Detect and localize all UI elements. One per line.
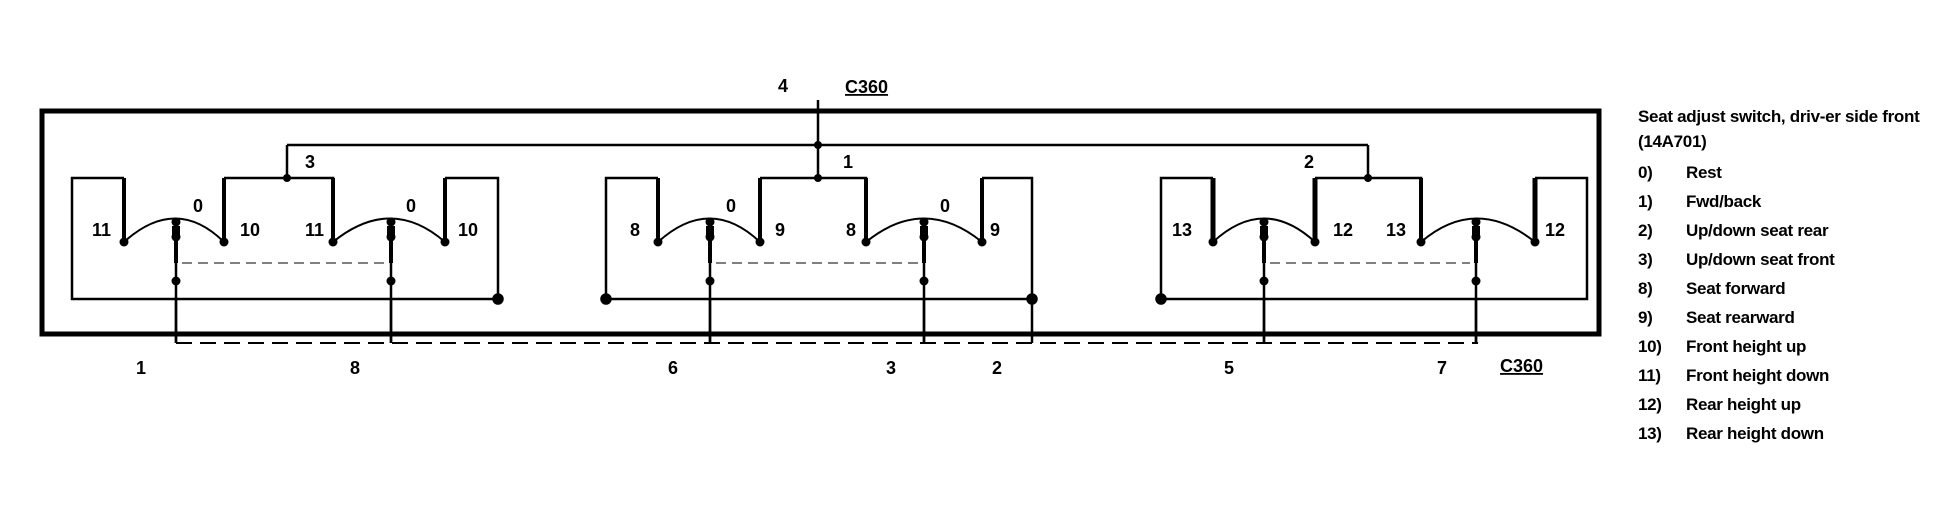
legend-item-code: 0): [1638, 163, 1653, 182]
switch-position-left: 8: [846, 220, 856, 240]
top-bus: [285, 100, 1370, 178]
bus-label-center: 1: [843, 152, 853, 172]
bottom-pin-labels: 1 8 6 3 2 5 7: [136, 358, 1447, 378]
legend-item-label: Rest: [1686, 163, 1722, 182]
legend-item-label: Seat forward: [1686, 279, 1786, 298]
switch-position-left: 11: [305, 220, 324, 240]
legend-item-code: 12): [1638, 395, 1662, 414]
switch-position-left: 11: [92, 220, 111, 240]
legend-item: 0) Rest: [1638, 158, 1928, 187]
switch-mechanisms: [119, 178, 1540, 343]
switch-position-right: 9: [990, 220, 1000, 240]
legend-item: 1) Fwd/back: [1638, 187, 1928, 216]
switch-4: [861, 178, 987, 343]
connector-drops: [174, 293, 1478, 343]
legend-item-label: Front height down: [1686, 366, 1830, 385]
legend-item: 2) Up/down seat rear: [1638, 216, 1928, 245]
bottom-pin-label: 8: [350, 358, 360, 378]
switch-position-right: 9: [775, 220, 785, 240]
switch-2: [328, 178, 450, 343]
junction-dot: [600, 293, 612, 305]
bottom-pin-label: 7: [1437, 358, 1447, 378]
bottom-pin-label: 6: [668, 358, 678, 378]
junction-dot: [1026, 293, 1038, 305]
top-bus-junctions: [283, 141, 1372, 182]
legend-item-label: Rear height down: [1686, 424, 1824, 443]
legend-items: 0) Rest 1) Fwd/back 2) Up/down seat rear 3) Up/…: [1638, 158, 1928, 448]
bus-label-right: 2: [1304, 152, 1314, 172]
legend-item-code: 2): [1638, 221, 1653, 240]
legend-item-code: 3): [1638, 250, 1653, 269]
bus-label-left: 3: [305, 152, 315, 172]
legend-item: 9) Seat rearward: [1638, 303, 1928, 332]
switch-housing: [39, 108, 1602, 337]
legend-item: 10) Front height up: [1638, 332, 1928, 361]
switch-position-left: 13: [1172, 220, 1192, 240]
junction-dot: [492, 293, 504, 305]
switch-position-left: 8: [630, 220, 640, 240]
legend-item-label: Fwd/back: [1686, 192, 1762, 211]
legend-item: 13) Rear height down: [1638, 419, 1928, 448]
switch-position-right: 12: [1545, 220, 1565, 240]
legend-item-label: Rear height up: [1686, 395, 1801, 414]
switch-position-labels: 11 10 0 11 10 0 8 9 0 8 9 0 13 12 13 12: [92, 196, 1565, 240]
legend-item-label: Front height up: [1686, 337, 1807, 356]
legend-item: 12) Rear height up: [1638, 390, 1928, 419]
legend-item-label: Seat rearward: [1686, 308, 1795, 327]
switch-position-rest: 0: [193, 196, 203, 216]
switch-6: [1416, 178, 1540, 343]
legend-item-label: Up/down seat front: [1686, 250, 1835, 269]
legend-item: 11) Front height down: [1638, 361, 1928, 390]
switch-position-rest: 0: [940, 196, 950, 216]
top-pin-label: 4: [778, 76, 788, 96]
switch-position-right: 12: [1333, 220, 1353, 240]
switch-position-right: 10: [240, 220, 260, 240]
bottom-pin-label: 3: [886, 358, 896, 378]
switch-position-rest: 0: [406, 196, 416, 216]
top-connector-label: C360: [845, 77, 888, 97]
switch-position-right: 10: [458, 220, 478, 240]
junction-dot: [1155, 293, 1167, 305]
legend-title: Seat adjust switch, driv-er side front (…: [1638, 107, 1920, 151]
switch-1: [119, 178, 229, 343]
switch-frames: [70, 176, 1589, 301]
legend-item-code: 13): [1638, 424, 1662, 443]
legend-item-code: 9): [1638, 308, 1653, 327]
legend-item-code: 11): [1638, 366, 1661, 385]
bottom-pin-label: 1: [136, 358, 146, 378]
legend: Seat adjust switch, driv-er side front (…: [1638, 104, 1928, 448]
bottom-pin-label: 5: [1224, 358, 1234, 378]
legend-item-label: Up/down seat rear: [1686, 221, 1829, 240]
legend-item-code: 8): [1638, 279, 1653, 298]
legend-item: 3) Up/down seat front: [1638, 245, 1928, 274]
bottom-connector-label: C360: [1500, 356, 1543, 376]
switch-position-rest: 0: [726, 196, 736, 216]
legend-item-code: 10): [1638, 337, 1662, 356]
legend-item: 8) Seat forward: [1638, 274, 1928, 303]
switch-position-left: 13: [1386, 220, 1406, 240]
bottom-pin-label: 2: [992, 358, 1002, 378]
legend-item-code: 1): [1638, 192, 1653, 211]
